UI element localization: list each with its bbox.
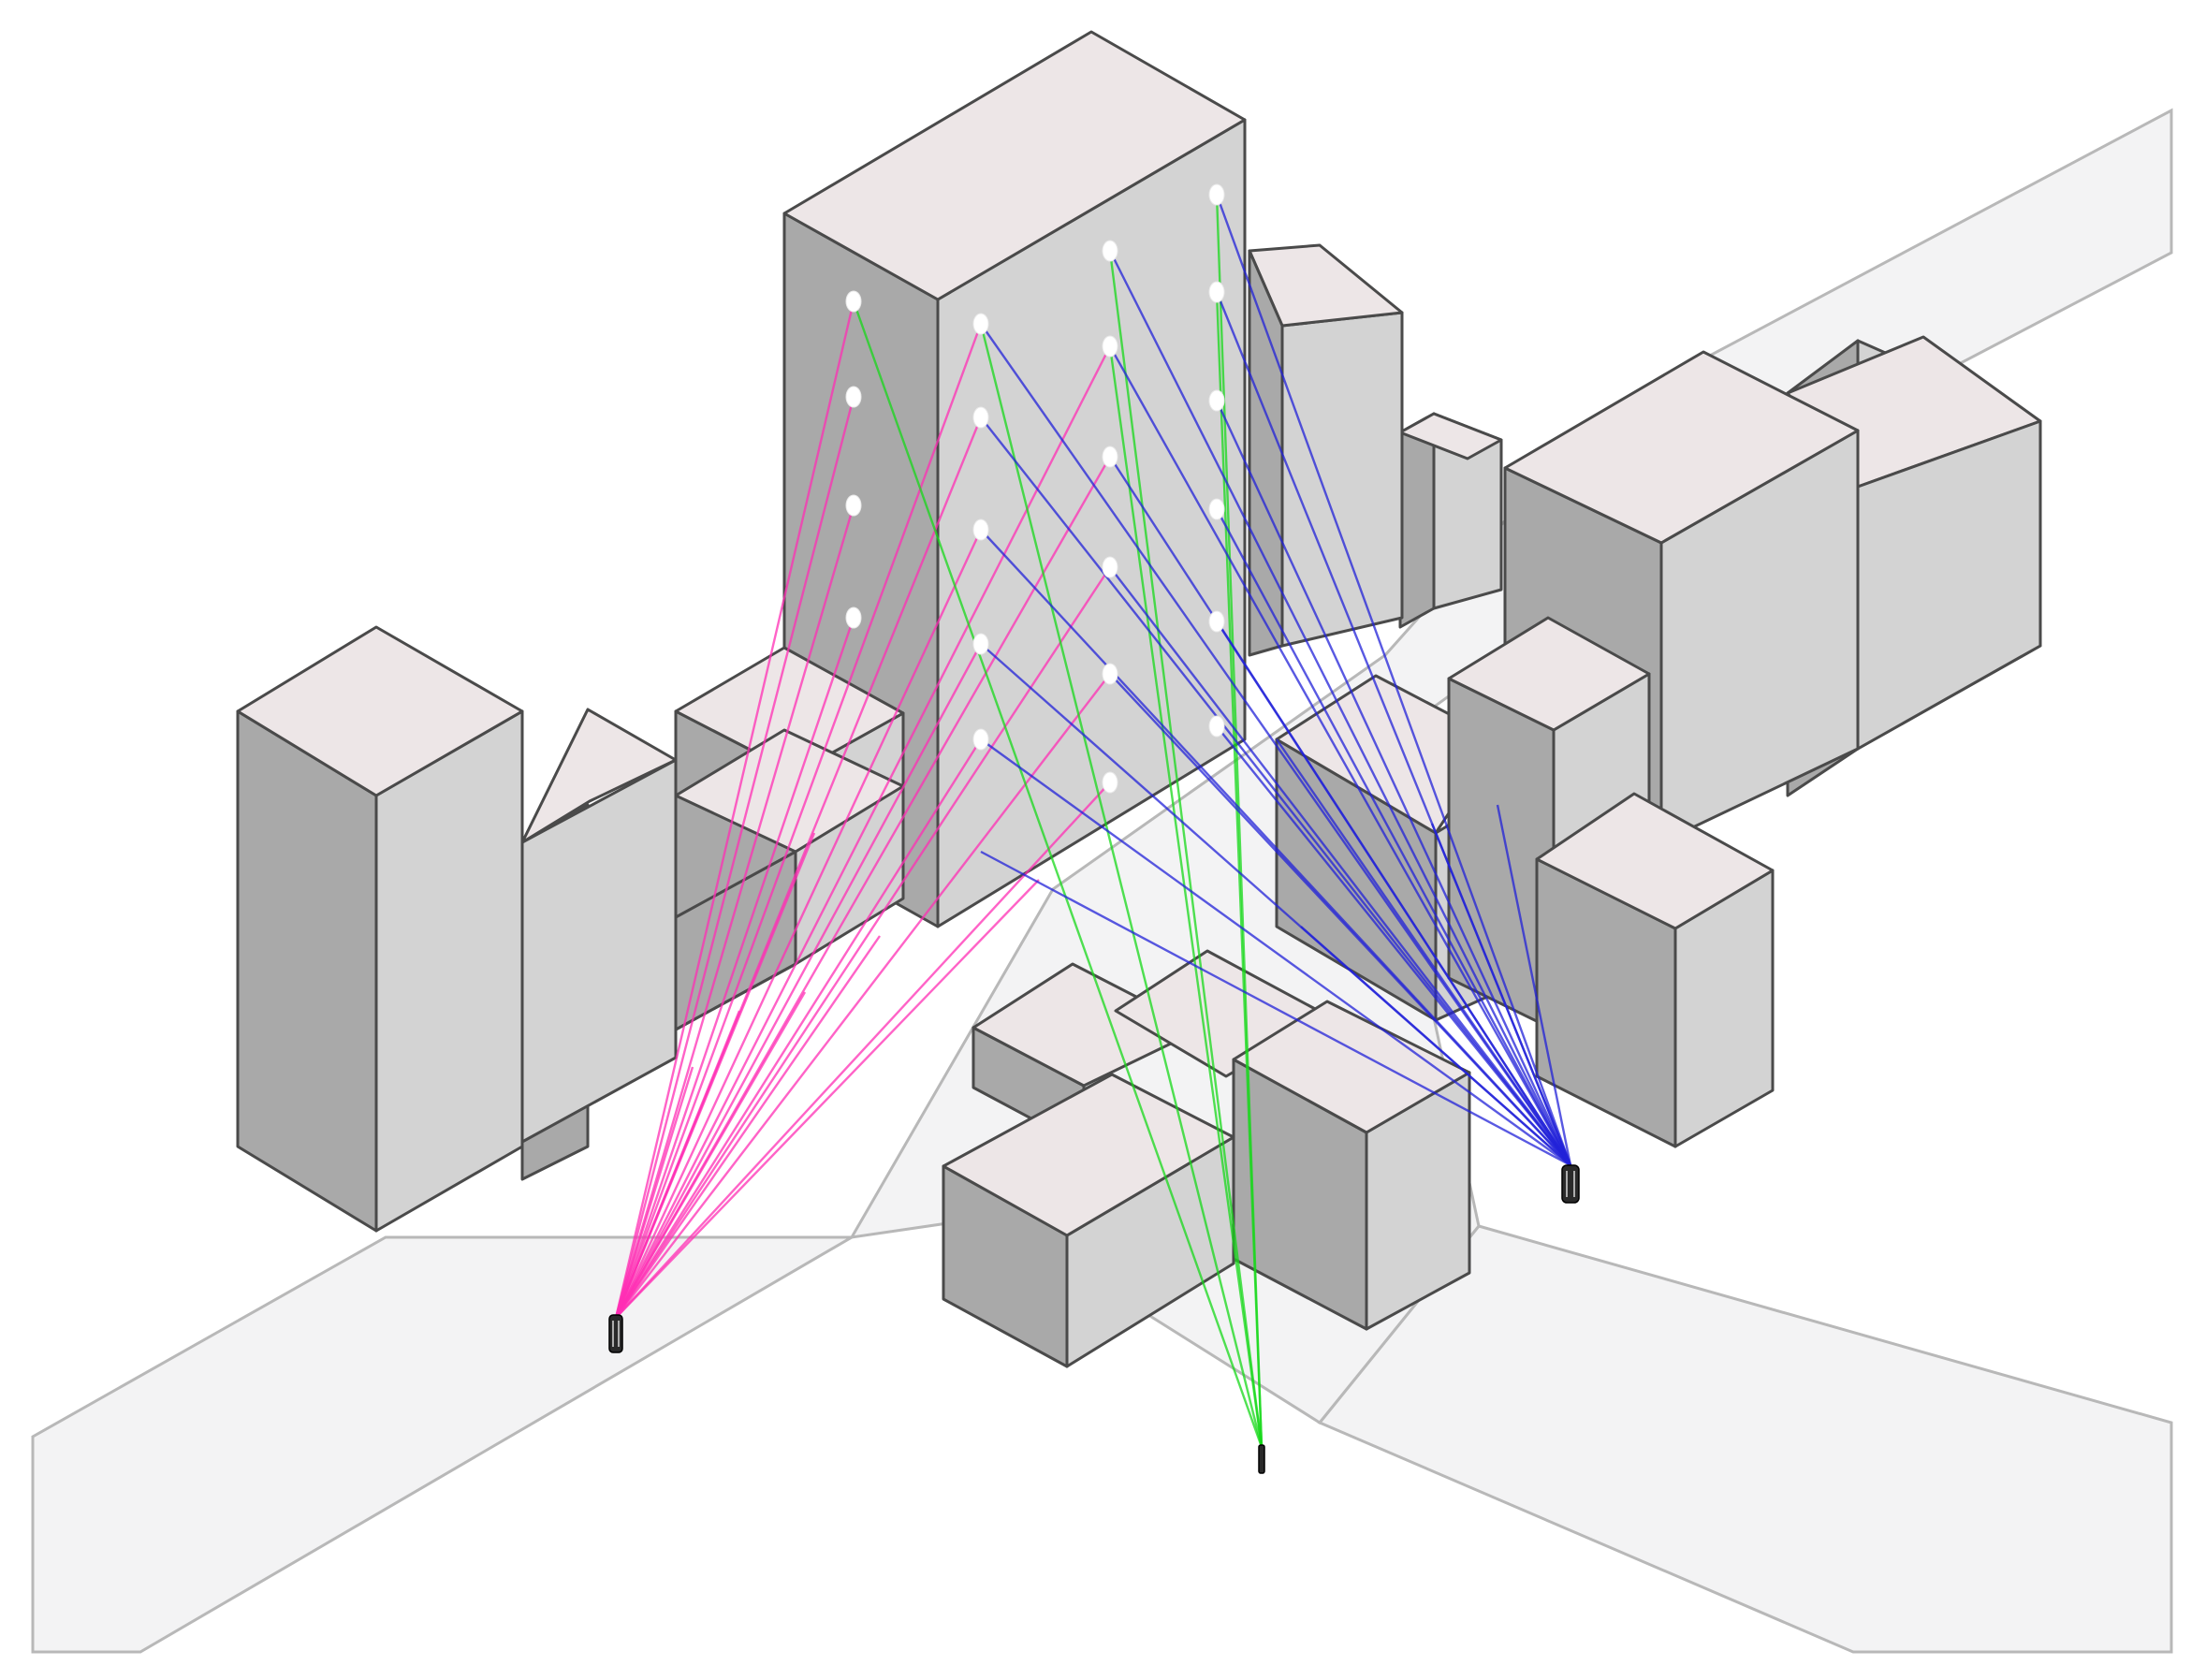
facade-point bbox=[1208, 389, 1225, 412]
ray-blue bbox=[1109, 673, 1571, 1166]
building-back-right-small bbox=[1398, 412, 1503, 629]
ray-magenta bbox=[614, 832, 816, 1319]
ray-magenta bbox=[615, 935, 881, 1319]
ray-blue bbox=[1215, 621, 1572, 1166]
road-left-branch bbox=[31, 1235, 857, 1654]
building-left-tall bbox=[236, 625, 524, 1233]
ray-blue bbox=[980, 323, 1571, 1166]
receiver-left-marker bbox=[608, 1314, 623, 1353]
building-face bbox=[1280, 311, 1404, 648]
building-front-cluster-right bbox=[1232, 1000, 1471, 1331]
facade-point bbox=[845, 494, 862, 517]
building-face bbox=[374, 709, 524, 1233]
ray-magenta bbox=[614, 643, 983, 1319]
facade-point bbox=[972, 519, 989, 541]
ray-paths bbox=[614, 194, 1572, 1448]
receivers bbox=[608, 1164, 1580, 1474]
facade-point bbox=[972, 633, 989, 655]
building-face bbox=[782, 30, 1247, 301]
facade-point bbox=[1102, 240, 1118, 262]
receiver-left bbox=[608, 1314, 623, 1353]
ray-magenta bbox=[614, 617, 855, 1319]
ray-magenta bbox=[614, 738, 983, 1319]
ray-blue bbox=[1496, 804, 1572, 1166]
building-face bbox=[942, 1073, 1235, 1237]
facade-point bbox=[1208, 183, 1225, 206]
ray-blue bbox=[980, 850, 1571, 1167]
ray-green bbox=[852, 300, 1264, 1448]
receiver-right bbox=[1561, 1164, 1580, 1204]
facade-point bbox=[1102, 335, 1118, 358]
ray-blue bbox=[980, 416, 1571, 1166]
ray-magenta bbox=[614, 566, 1112, 1319]
ray-blue bbox=[1108, 250, 1572, 1166]
ray-green bbox=[1108, 345, 1264, 1448]
building-face bbox=[1248, 249, 1284, 657]
building-face bbox=[236, 625, 524, 797]
building-left-medium bbox=[520, 708, 678, 1181]
building-face bbox=[1232, 1000, 1471, 1134]
ray-magenta bbox=[615, 782, 1111, 1319]
building-behind-tower bbox=[1248, 243, 1404, 657]
ray-magenta bbox=[614, 991, 807, 1319]
building-face bbox=[1447, 616, 1651, 732]
ray-magenta bbox=[614, 300, 855, 1319]
building-face bbox=[520, 708, 678, 844]
building-face bbox=[236, 709, 378, 1233]
facade-point bbox=[972, 406, 989, 429]
ray-magenta bbox=[614, 504, 855, 1319]
receiver-right-marker bbox=[1561, 1164, 1580, 1204]
facade-point bbox=[972, 728, 989, 751]
ray-magenta bbox=[615, 673, 1111, 1319]
ray-blue bbox=[1108, 345, 1572, 1166]
facade-point bbox=[1208, 715, 1225, 738]
facade-points bbox=[845, 183, 1225, 794]
facade-point bbox=[1208, 610, 1225, 633]
buildings bbox=[236, 30, 2042, 1368]
ray-blue bbox=[1276, 738, 1571, 1166]
building-face bbox=[1503, 350, 1860, 545]
facade-point bbox=[845, 386, 862, 408]
receiver-center bbox=[1258, 1444, 1265, 1474]
facade-point bbox=[845, 606, 862, 629]
ray-blue bbox=[1430, 823, 1572, 1166]
ray-green bbox=[1108, 250, 1264, 1448]
ray-green bbox=[1215, 291, 1264, 1448]
facade-point bbox=[845, 290, 862, 313]
ray-magenta bbox=[614, 396, 855, 1319]
facade-point bbox=[1102, 663, 1118, 685]
facade-point bbox=[1102, 771, 1118, 794]
ray-magenta bbox=[614, 529, 983, 1319]
facade-point bbox=[1208, 281, 1225, 303]
facade-point bbox=[1102, 446, 1118, 468]
ray-magenta bbox=[615, 879, 1040, 1319]
facade-point bbox=[1102, 556, 1118, 578]
facade-point bbox=[972, 313, 989, 335]
facade-point bbox=[1208, 498, 1225, 520]
building-front-cluster-left bbox=[942, 1073, 1235, 1368]
building-right-front bbox=[1535, 792, 1775, 1148]
building-face bbox=[1398, 412, 1436, 629]
ray-blue bbox=[1215, 400, 1572, 1166]
ray-blue bbox=[1109, 566, 1571, 1166]
ray-magenta bbox=[614, 1066, 694, 1319]
ray-blue bbox=[980, 738, 1571, 1166]
ray-green bbox=[979, 323, 1264, 1448]
building-face bbox=[1398, 412, 1503, 460]
ray-blue bbox=[1215, 194, 1572, 1166]
ray-blue bbox=[1215, 508, 1572, 1166]
ray-blue bbox=[1216, 725, 1571, 1166]
ray-blue bbox=[1300, 926, 1571, 1166]
receiver-center-marker bbox=[1258, 1444, 1265, 1474]
building-face bbox=[1535, 792, 1775, 930]
